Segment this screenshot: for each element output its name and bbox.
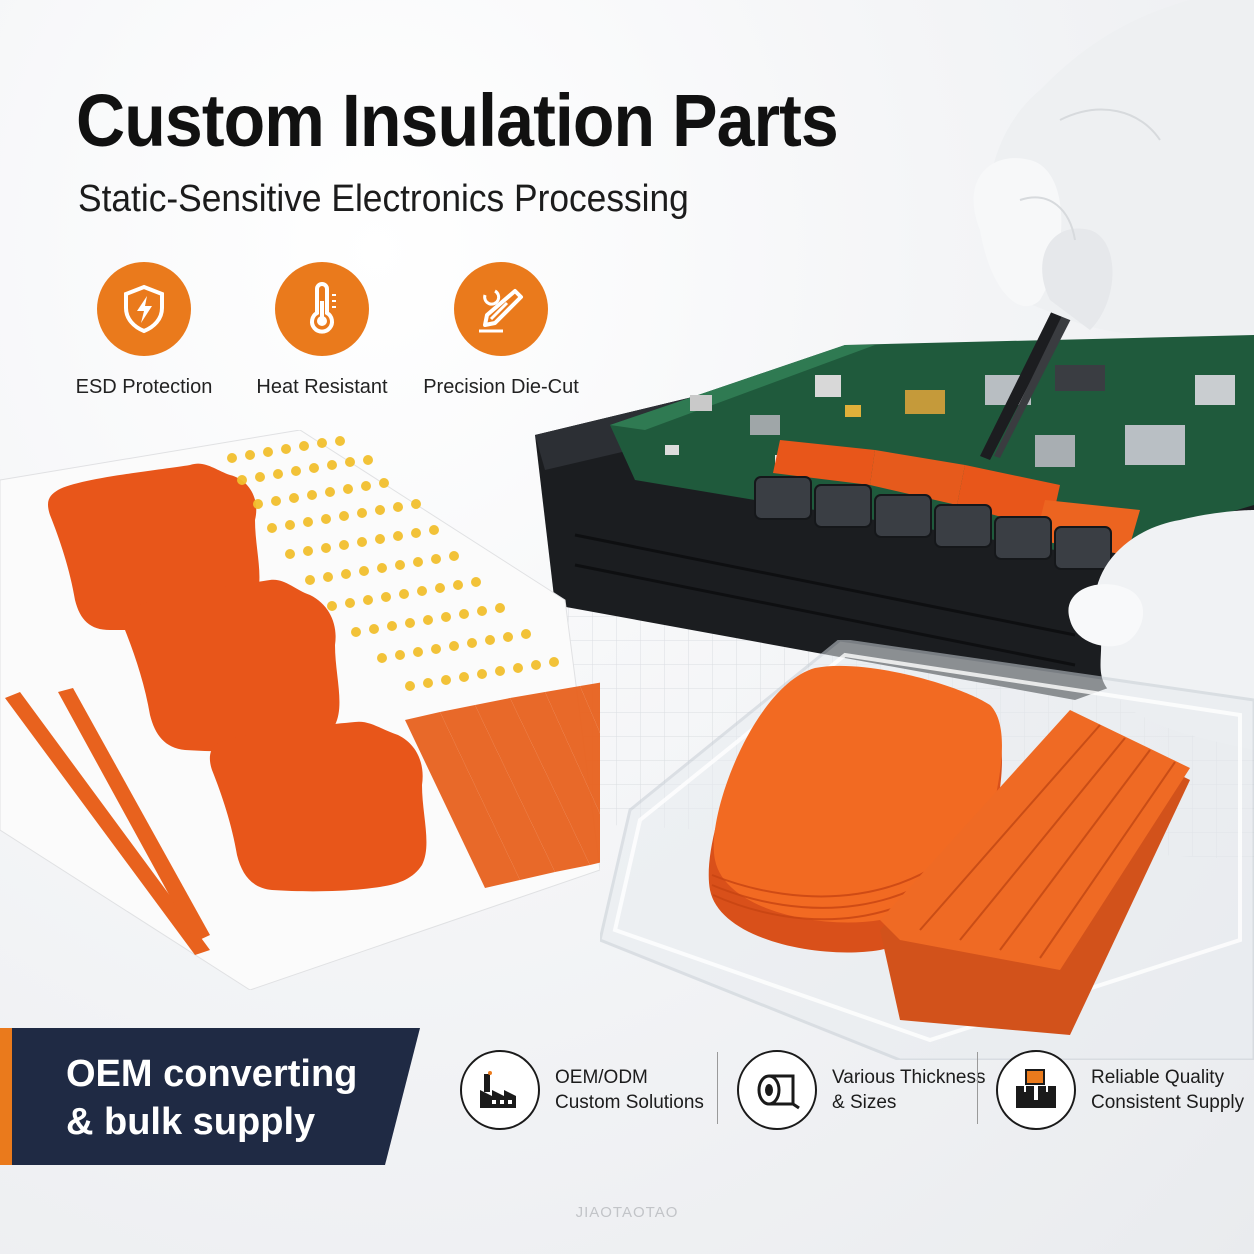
feature-label: Precision Die-Cut	[423, 376, 579, 398]
die-cut-sheet	[0, 430, 600, 990]
oem-banner-background	[0, 1028, 420, 1165]
boxes-icon	[996, 1050, 1076, 1130]
oem-banner-text: OEM converting & bulk supply	[66, 1050, 357, 1146]
shield-lightning-icon	[97, 262, 191, 356]
badge-line2: Custom Solutions	[555, 1092, 704, 1113]
badge-divider	[977, 1052, 978, 1124]
badge-reliable-quality: Reliable Quality Consistent Supply	[996, 1050, 1244, 1130]
plastic-tray	[600, 640, 1254, 1060]
badge-thickness-sizes: Various Thickness & Sizes	[737, 1050, 985, 1130]
badge-line2: Consistent Supply	[1091, 1092, 1245, 1113]
badge-line2: & Sizes	[832, 1092, 897, 1113]
page-subtitle: Static-Sensitive Electronics Processing	[78, 178, 689, 220]
film-roll-icon	[737, 1050, 817, 1130]
factory-icon	[460, 1050, 540, 1130]
oem-banner-line2: & bulk supply	[66, 1101, 316, 1143]
oem-banner-line1: OEM converting	[66, 1053, 358, 1095]
watermark: JIAOTAOTAO	[575, 1204, 679, 1221]
feature-esd-protection: ESD Protection	[54, 262, 234, 399]
white-glove-top	[973, 0, 1254, 337]
badge-line1: Reliable Quality	[1091, 1067, 1225, 1088]
thermometer-icon	[275, 262, 369, 356]
badge-line1: OEM/ODM	[555, 1067, 648, 1088]
knife-cut-icon	[454, 262, 548, 356]
badge-line1: Various Thickness	[832, 1067, 986, 1088]
badge-oem-odm: OEM/ODM Custom Solutions	[460, 1050, 704, 1130]
feature-heat-resistant: Heat Resistant	[232, 262, 412, 399]
feature-label: ESD Protection	[75, 376, 213, 398]
page-title: Custom Insulation Parts	[76, 79, 839, 162]
feature-precision-die-cut: Precision Die-Cut	[411, 262, 591, 399]
feature-label: Heat Resistant	[256, 376, 388, 398]
badge-divider	[717, 1052, 718, 1124]
